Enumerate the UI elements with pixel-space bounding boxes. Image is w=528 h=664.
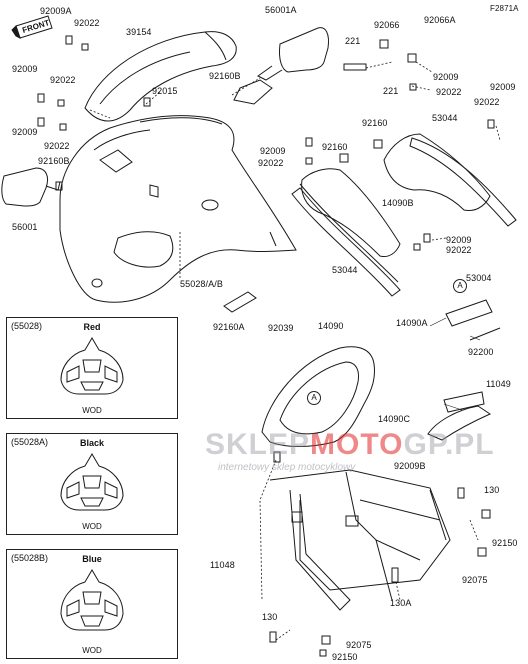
- part-label: 92160: [322, 142, 348, 152]
- part-label: 11049: [486, 379, 511, 389]
- variant-color: Black: [79, 438, 105, 448]
- part-label: 221: [383, 86, 399, 96]
- part-label: 92022: [436, 87, 462, 97]
- part-label: 92160B: [209, 71, 241, 81]
- variant-code: (55028B): [11, 553, 49, 563]
- diagram-code: F2871A: [490, 4, 519, 13]
- part-label: 92200: [468, 347, 494, 357]
- part-label: 14090C: [378, 414, 411, 424]
- variant-finish: WOD: [82, 406, 102, 415]
- part-label: 221: [345, 36, 361, 46]
- variant-color: Red: [83, 322, 101, 332]
- part-label: 92022: [446, 245, 472, 255]
- part-label: 92066: [374, 20, 400, 30]
- part-label: 92160: [362, 118, 388, 128]
- side-rail-left: [291, 187, 401, 297]
- mirror-right: [279, 27, 329, 73]
- variant-panel-black: (55028A) Black WOD: [6, 433, 178, 535]
- part-label: 92009: [260, 146, 286, 156]
- variant-code: (55028A): [11, 437, 49, 447]
- part-label: 92075: [462, 575, 488, 585]
- front-arrow-icon: [11, 15, 53, 39]
- part-label: 92022: [474, 97, 500, 107]
- part-label: 92009A: [40, 6, 72, 16]
- part-label: 92009: [490, 82, 516, 92]
- bracket-upper: [443, 391, 485, 413]
- part-label: 14090B: [382, 198, 414, 208]
- part-label: 130A: [390, 598, 412, 608]
- watermark-logo: SKLEPMOTOGP.PL: [205, 428, 495, 461]
- stay-frame: [269, 469, 451, 591]
- bracket-lower: [427, 405, 492, 441]
- mirror-left: [1, 167, 49, 207]
- part-label: 92150: [492, 538, 518, 548]
- bolt-icons: [37, 35, 495, 657]
- part-label: 92160B: [38, 156, 70, 166]
- part-label: 92009: [446, 235, 472, 245]
- part-label: 92075: [346, 640, 372, 650]
- part-label: 14090: [318, 321, 344, 331]
- variant-finish: WOD: [82, 522, 102, 531]
- inner-cover-right: [383, 133, 491, 211]
- part-label: 92150: [332, 652, 358, 662]
- windscreen: [84, 31, 237, 122]
- part-label: 92022: [74, 18, 100, 28]
- part-label: 56001A: [265, 5, 297, 15]
- part-label: 92009: [433, 72, 459, 82]
- part-label: 92015: [152, 86, 178, 96]
- part-label: 14090A: [396, 318, 428, 328]
- cowl-front-icon: [60, 569, 124, 631]
- part-label: 92160A: [213, 322, 245, 332]
- part-label: 130: [262, 612, 278, 622]
- part-label: 53004: [466, 273, 492, 283]
- variant-color: Blue: [82, 554, 102, 564]
- part-label: 92009: [12, 64, 38, 74]
- side-rail-right: [409, 137, 517, 227]
- part-label: 11048: [210, 560, 235, 570]
- inner-cover-left: [301, 168, 401, 257]
- pad: [445, 299, 493, 327]
- upper-cowl: [59, 115, 297, 303]
- variant-panel-red: (55028) Red WOD: [6, 317, 178, 419]
- part-label: 55028/A/B: [180, 279, 223, 289]
- part-label: 39154: [126, 27, 152, 37]
- reference-marker: A: [453, 279, 467, 293]
- variant-finish: WOD: [82, 646, 102, 655]
- part-label: 92022: [258, 158, 284, 168]
- cowl-front-icon: [60, 337, 124, 395]
- reference-marker: A: [307, 391, 321, 405]
- part-label: 130: [484, 485, 500, 495]
- part-label: 53044: [332, 265, 358, 275]
- part-label: 92039: [268, 323, 294, 333]
- part-label: 92022: [44, 141, 70, 151]
- cowl-front-icon: [60, 453, 124, 511]
- variant-code: (55028): [11, 321, 43, 331]
- part-label: 92009: [12, 127, 38, 137]
- watermark-tagline: internetowy sklep motocyklowy: [218, 462, 356, 473]
- inner-panel: [261, 346, 375, 447]
- variant-panel-blue: (55028B) Blue WOD: [6, 549, 178, 659]
- trim-strip: [223, 291, 257, 313]
- part-label: 92066A: [424, 15, 456, 25]
- part-label: 92009B: [394, 461, 426, 471]
- part-label: 56001: [12, 222, 38, 232]
- part-label: 92022: [50, 75, 76, 85]
- part-label: 53044: [432, 113, 458, 123]
